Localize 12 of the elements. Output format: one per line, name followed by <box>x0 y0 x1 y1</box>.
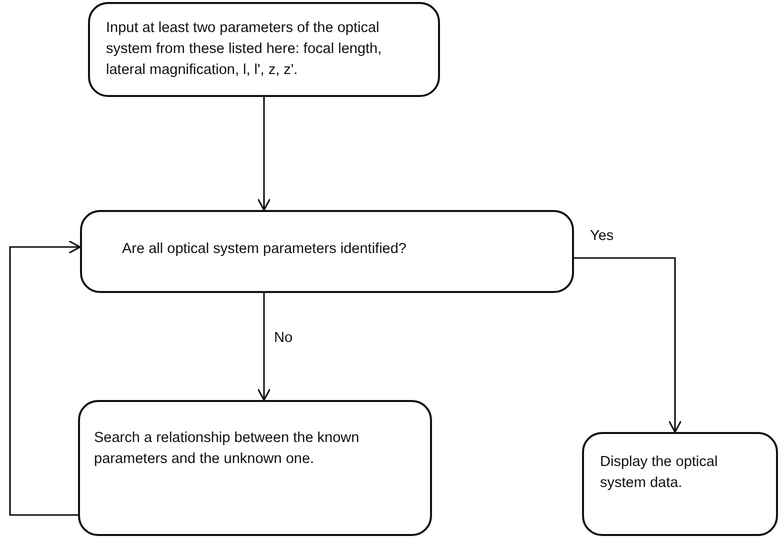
process-box <box>582 432 778 536</box>
process-box <box>80 210 574 293</box>
box-text: Display the optical system data. <box>600 453 719 494</box>
arrow <box>9 240 81 516</box>
box-text: Search a relationship between the known parameters and the unknown one. <box>94 429 360 470</box>
box-text: Input at least two parameters of the optical system from these listed here: focal length, lateral magnification, l, l', z, z'. <box>106 18 383 80</box>
process-box <box>88 2 440 97</box>
process-box <box>78 400 432 536</box>
arrow <box>574 257 682 433</box>
arrow <box>257 97 271 211</box>
arrow <box>257 293 271 401</box>
box-text: Are all optical system parameters identified? <box>122 240 406 259</box>
